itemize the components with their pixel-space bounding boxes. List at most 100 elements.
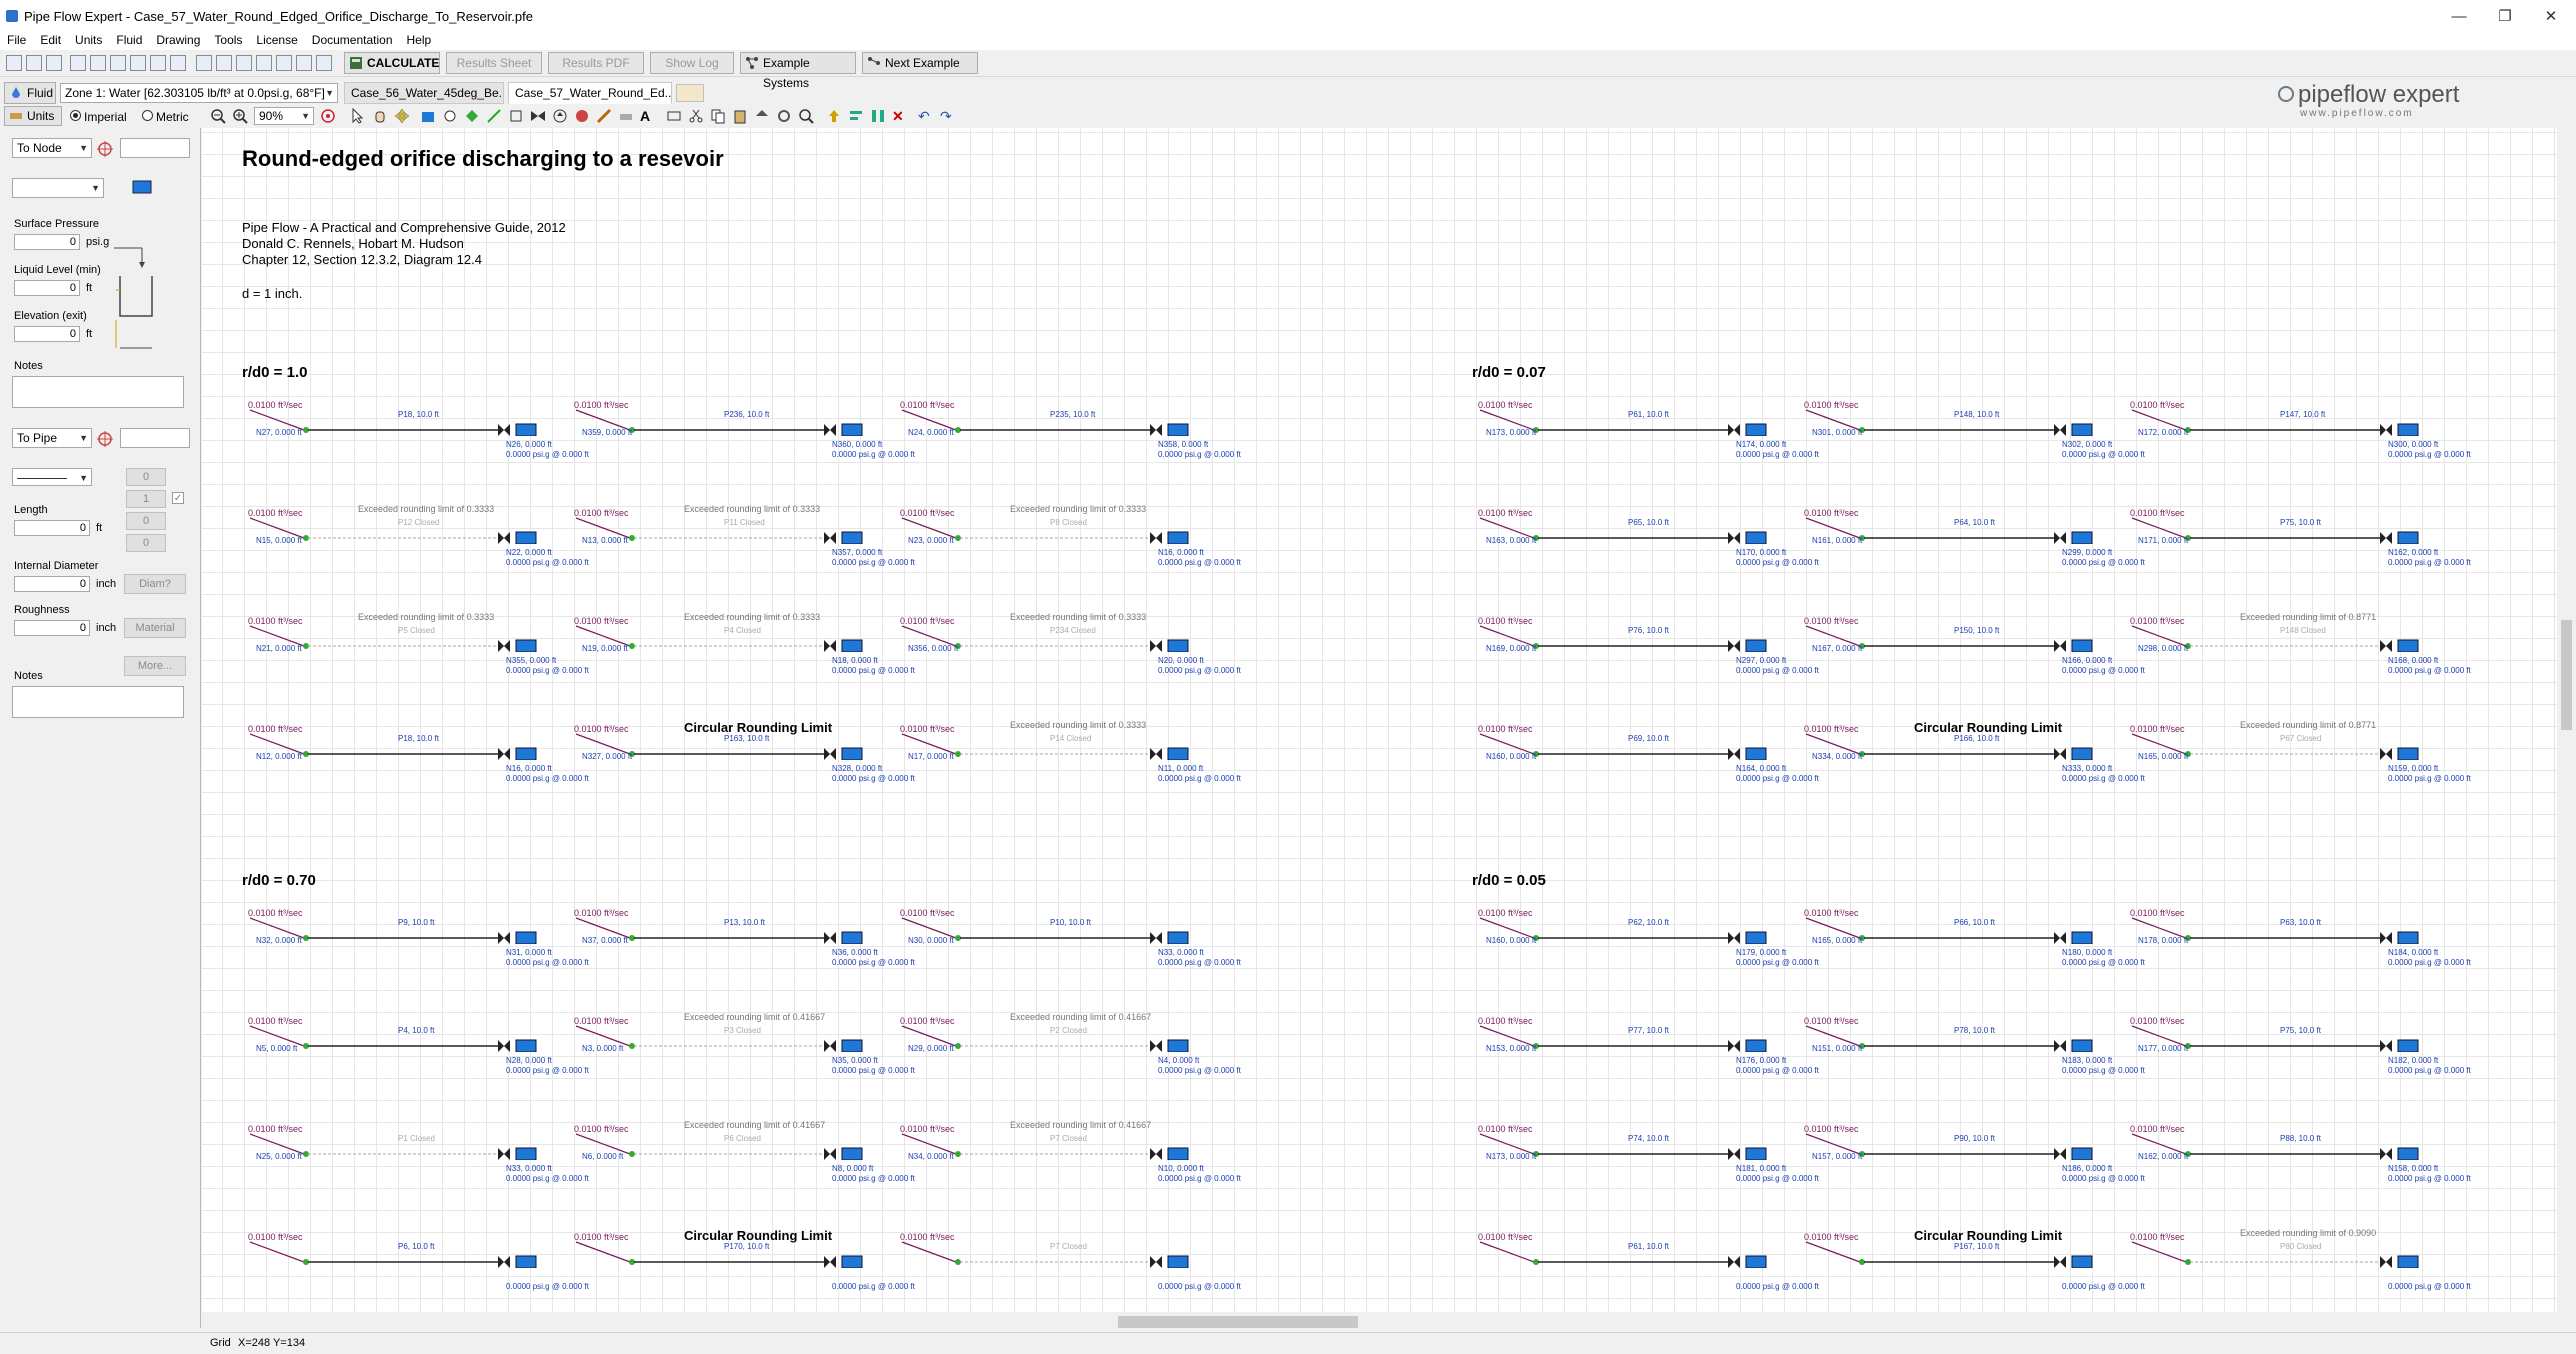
pipe-graphic[interactable]	[248, 914, 548, 944]
pipe-graphic[interactable]	[1804, 1238, 2104, 1268]
imperial-radio[interactable]	[70, 110, 81, 121]
menu-units[interactable]: Units	[75, 33, 103, 47]
pdf-icon[interactable]	[130, 55, 146, 71]
save-file-icon[interactable]	[46, 55, 62, 71]
pipe-graphic[interactable]	[1478, 730, 1778, 760]
metric-radio[interactable]	[142, 110, 153, 121]
fitting-count-button[interactable]: 0	[126, 468, 166, 486]
print-preview-icon[interactable]	[90, 55, 106, 71]
pipe-graphic[interactable]	[900, 622, 1200, 652]
new-tab-icon[interactable]	[676, 84, 704, 102]
grid-data-icon[interactable]	[236, 55, 252, 71]
horizontal-scrollbar[interactable]	[202, 1312, 2557, 1332]
node-data-icon[interactable]	[276, 55, 292, 71]
maximize-button[interactable]: ❐	[2498, 8, 2512, 25]
image-export-icon[interactable]	[150, 55, 166, 71]
pipe-notes-textarea[interactable]	[12, 686, 184, 718]
fluid-button[interactable]: Fluid	[4, 82, 56, 104]
pipe-graphic[interactable]	[1478, 1130, 1778, 1160]
pipe-graphic[interactable]	[900, 730, 1200, 760]
pipe-graphic[interactable]	[2130, 622, 2430, 652]
component-icon[interactable]	[618, 108, 634, 124]
liquid-level-input[interactable]: 0	[14, 280, 80, 296]
delete-icon[interactable]: ✕	[892, 108, 904, 124]
pipe-graphic[interactable]	[1478, 514, 1778, 544]
spreadsheet-icon[interactable]	[196, 55, 212, 71]
flip-icon[interactable]	[754, 108, 770, 124]
menu-file[interactable]: File	[7, 33, 27, 47]
new-file-icon[interactable]	[6, 55, 22, 71]
menu-edit[interactable]: Edit	[40, 33, 62, 47]
menu-tools[interactable]: Tools	[214, 33, 243, 47]
pipe-graphic[interactable]	[1478, 1238, 1778, 1268]
surface-pressure-input[interactable]: 0	[14, 234, 80, 250]
target-icon[interactable]	[96, 140, 114, 158]
to-pipe-select[interactable]: To Pipe▼	[12, 428, 92, 448]
zoom-select[interactable]: 90%▼	[254, 107, 314, 125]
pipe-graphic[interactable]	[248, 1022, 548, 1052]
excel-icon[interactable]	[170, 55, 186, 71]
fitting-data-icon[interactable]	[296, 55, 312, 71]
fit-view-icon[interactable]	[320, 108, 336, 124]
pipe-graphic[interactable]	[900, 406, 1200, 436]
vertical-scrollbar[interactable]	[2557, 128, 2576, 1312]
tab-case-57[interactable]: Case_57_Water_Round_Ed...X	[508, 82, 672, 104]
pipe-graphic[interactable]	[1804, 514, 2104, 544]
pipe-graphic[interactable]	[900, 1130, 1200, 1160]
diam-button[interactable]: Diam?	[124, 574, 186, 594]
pipe-graphic[interactable]	[1804, 622, 2104, 652]
valve-tool-icon[interactable]	[530, 108, 546, 124]
pipe-graphic[interactable]	[2130, 730, 2430, 760]
align-icon[interactable]	[848, 108, 864, 124]
pipe-graphic[interactable]	[574, 1238, 874, 1268]
node-type-select[interactable]: ▼	[12, 178, 104, 198]
pipe-graphic[interactable]	[574, 406, 874, 436]
tank-type-icon[interactable]	[132, 178, 152, 194]
component-count-button[interactable]: 0	[126, 512, 166, 530]
drawing-canvas[interactable]: Round-edged orifice discharging to a res…	[202, 128, 2557, 1312]
pipe-graphic[interactable]	[900, 1238, 1200, 1268]
pipe-graphic[interactable]	[1804, 730, 2104, 760]
pipe-graphic[interactable]	[900, 1022, 1200, 1052]
pipe-graphic[interactable]	[574, 730, 874, 760]
pipe-graphic[interactable]	[2130, 1130, 2430, 1160]
distribute-icon[interactable]	[870, 108, 886, 124]
valve-count-button[interactable]: 1	[126, 490, 166, 508]
pipe-graphic[interactable]	[2130, 1238, 2430, 1268]
pan-hand-icon[interactable]	[372, 108, 388, 124]
pipe-graphic[interactable]	[574, 1130, 874, 1160]
tab-case-56[interactable]: Case_56_Water_45deg_Be...	[344, 82, 504, 104]
valve-checkbox[interactable]: ✓	[172, 492, 184, 504]
pipe-graphic[interactable]	[574, 514, 874, 544]
pipe-search-input[interactable]	[120, 428, 190, 448]
menu-license[interactable]: License	[256, 33, 298, 47]
pipe-tool-icon[interactable]	[486, 108, 502, 124]
text-tool-icon[interactable]: A	[640, 108, 651, 124]
internal-diameter-input[interactable]: 0	[14, 576, 90, 592]
